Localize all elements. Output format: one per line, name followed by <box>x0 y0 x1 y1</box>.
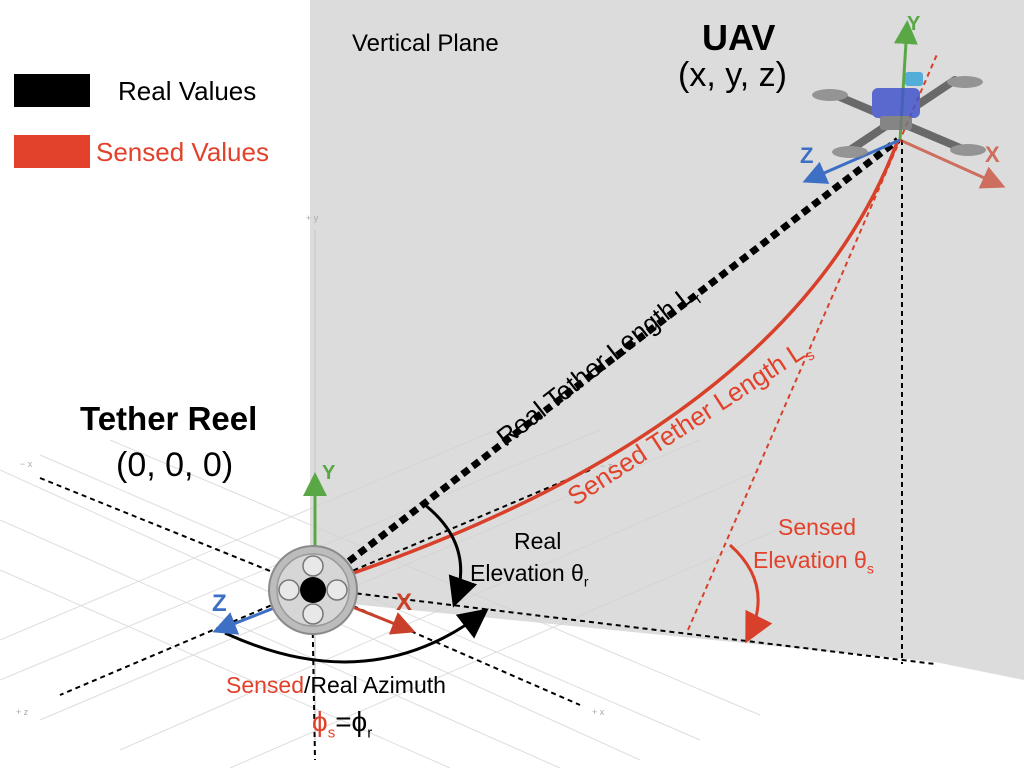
real-elevation-label-line2: Elevation θr <box>470 562 588 589</box>
phi-s-sub: s <box>327 724 336 742</box>
uav-coords: (x, y, z) <box>678 56 787 94</box>
vertical-plane <box>310 0 1024 680</box>
azimuth-rest: /Real Azimuth <box>304 672 446 698</box>
tether-reel <box>268 545 358 635</box>
phi-s-symbol: ϕ <box>312 706 328 737</box>
legend-swatch-real <box>14 74 90 107</box>
grid-label-plus-z: + z <box>16 707 29 717</box>
uav-axis-y-label: Y <box>907 13 921 35</box>
grid-label-plus-y: + y <box>306 213 319 223</box>
reel-axis-z-label: Z <box>212 590 227 617</box>
azimuth-formula: ϕs=ϕr <box>312 708 372 741</box>
legend-real-label: Real Values <box>118 76 257 106</box>
reel-title: Tether Reel <box>80 400 258 437</box>
reel-coords: (0, 0, 0) <box>116 446 234 484</box>
azimuth-sensed-word: Sensed <box>226 672 305 698</box>
uav-x-axis-arrow <box>899 138 1006 189</box>
legend-swatch-sensed <box>14 135 90 168</box>
uav-axis-x-label: X <box>985 142 1000 167</box>
grid-label-minus-z: − z <box>600 461 613 471</box>
sensed-elevation-arc <box>729 543 773 644</box>
uav-title: UAV <box>702 17 776 58</box>
real-elevation-text: Elevation θ <box>470 560 584 586</box>
sensed-elevation-sub: s <box>866 560 874 577</box>
sensed-tether-curve <box>317 139 900 587</box>
azimuth-equals: = <box>335 706 352 737</box>
reel-axis-x-label: X <box>396 589 413 616</box>
vertical-plane-label: Vertical Plane <box>352 30 499 57</box>
sensed-elevation-text: Elevation θ <box>753 547 867 573</box>
uav-drone-icon <box>812 72 986 158</box>
reel-axis-y-label: Y <box>322 462 336 484</box>
real-tether-line <box>315 137 901 588</box>
sensed-elevation-label-line1: Sensed <box>778 514 857 540</box>
phi-r-sub: r <box>367 724 373 742</box>
real-elevation-arc <box>424 503 478 608</box>
real-elevation-sub: r <box>583 573 589 590</box>
sensed-elevation-label-line2: Elevation θs <box>753 549 874 576</box>
legend-sensed-label: Sensed Values <box>96 137 269 167</box>
azimuth-arc <box>224 608 489 664</box>
phi-r-symbol: ϕ <box>351 706 368 737</box>
uav-axis-z-label: Z <box>800 143 814 168</box>
azimuth-label: Sensed/Real Azimuth <box>226 674 446 697</box>
real-elevation-label-line1: Real <box>514 528 562 554</box>
grid-label-plus-x: + x <box>592 707 605 717</box>
grid-label-minus-x: − x <box>20 459 33 469</box>
uav-z-axis-arrow <box>802 138 901 184</box>
